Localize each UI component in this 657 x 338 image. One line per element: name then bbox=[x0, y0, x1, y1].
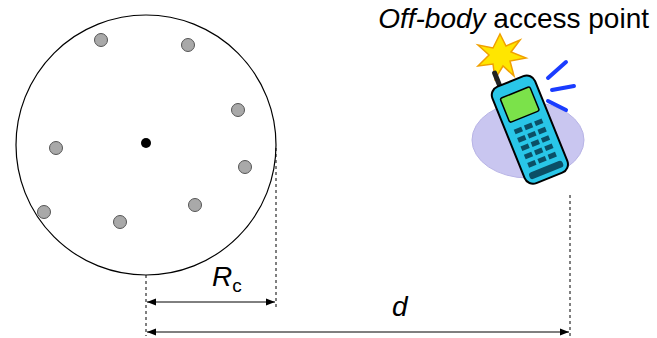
center-node bbox=[141, 138, 151, 148]
sensor-nodes bbox=[38, 34, 252, 229]
body-outline bbox=[16, 15, 276, 275]
distance-label: d bbox=[392, 292, 408, 323]
phone-icon bbox=[472, 34, 584, 186]
radius-label: Rc bbox=[212, 262, 242, 297]
extension-lines bbox=[146, 148, 570, 336]
dimension-arrows bbox=[147, 302, 569, 332]
access-point-label: Off-body access point bbox=[378, 4, 649, 35]
